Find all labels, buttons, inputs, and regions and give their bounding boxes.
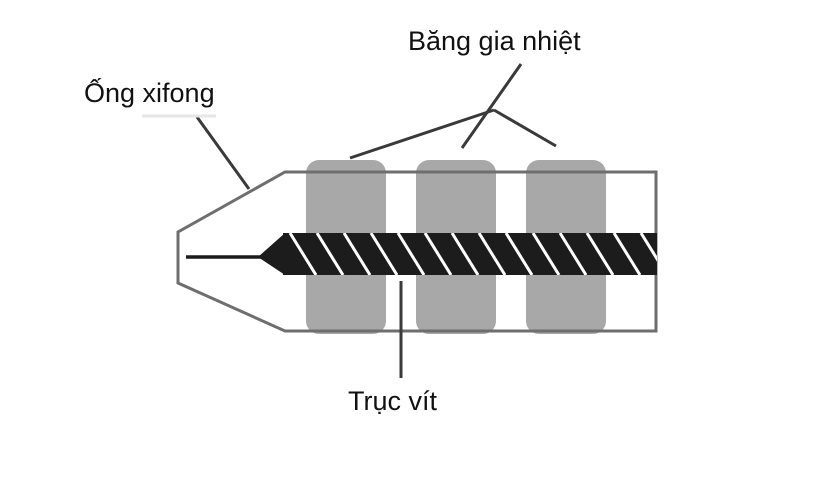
barrel-leader-line bbox=[195, 116, 251, 190]
screw-flight-stripe bbox=[315, 233, 345, 275]
screw-flight-stripe bbox=[531, 233, 561, 275]
barrel-outline bbox=[176, 170, 658, 333]
screw-tip bbox=[258, 233, 285, 275]
screw-flight-stripe bbox=[450, 233, 480, 275]
screw-flight-stripe bbox=[477, 233, 507, 275]
screw-flight-stripe bbox=[504, 233, 534, 275]
screw-flight-stripe bbox=[668, 233, 694, 275]
screw-flight-stripe bbox=[396, 233, 426, 275]
screw-flight-stripe bbox=[342, 233, 372, 275]
screw-flight-stripe bbox=[288, 233, 318, 275]
screw-flights bbox=[288, 233, 694, 275]
screw-flight-stripe bbox=[423, 233, 453, 275]
screw-shaft bbox=[283, 233, 657, 275]
heater-leader-line-right bbox=[493, 108, 557, 148]
heater-leader-line-center bbox=[460, 63, 523, 149]
screw-flight-stripe bbox=[369, 233, 399, 275]
screw-label: Trục vít bbox=[348, 386, 438, 416]
screw-flight-stripe bbox=[639, 233, 657, 262]
screw-flight-stripe bbox=[585, 233, 615, 275]
screw-flight-stripe bbox=[612, 233, 642, 275]
barrel-label: Ống xifong bbox=[84, 78, 215, 108]
heater-leader-line-left bbox=[349, 108, 495, 160]
heater-bands-label: Băng gia nhiệt bbox=[408, 26, 581, 56]
screw-flight-stripe bbox=[558, 233, 588, 275]
